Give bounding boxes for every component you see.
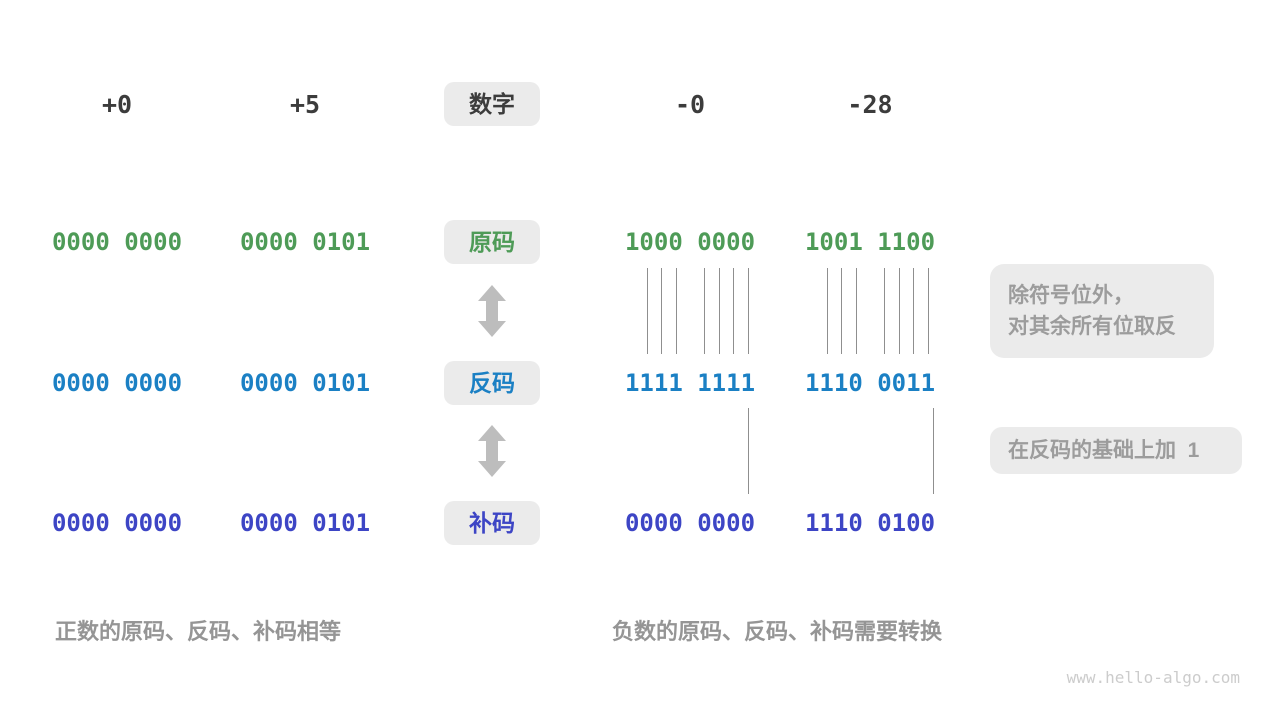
caption-positive-numbers: 正数的原码、反码、补码相等 [55,619,342,644]
row-label-twos-complement: 补码 [444,501,540,545]
ones-complement-value-plus0: 0000 0000 [51,369,183,397]
header-number-minus28: -28 [847,90,893,119]
note-add-one: 在反码的基础上加 1 [990,427,1242,474]
bit-connector-line [928,268,929,354]
note-invert-bits-line1: 除符号位外， [1008,284,1134,307]
twos-complement-value-plus0: 0000 0000 [51,509,183,537]
ones-complement-value-minus28: 1110 0011 [804,369,936,397]
bit-connector-line [733,268,734,354]
sign-magnitude-value-minus0: 1000 0000 [624,228,756,256]
bit-connector-line [661,268,662,354]
note-invert-bits-line2: 对其余所有位取反 [1008,315,1176,338]
sign-magnitude-value-minus28: 1001 1100 [804,228,936,256]
up-down-arrow-icon [478,285,506,337]
note-invert-bits: 除符号位外， 对其余所有位取反 [990,264,1214,358]
twos-complement-value-plus5: 0000 0101 [239,509,371,537]
header-number-minus0: -0 [674,90,706,119]
add-one-connector-line [748,408,749,494]
bit-connector-line [676,268,677,354]
up-down-arrow-icon [478,425,506,477]
sign-magnitude-value-plus5: 0000 0101 [239,228,371,256]
bit-connector-line [827,268,828,354]
add-one-connector-line [933,408,934,494]
bit-connector-line [719,268,720,354]
row-label-ones-complement: 反码 [444,361,540,405]
bit-connector-line [704,268,705,354]
sign-magnitude-value-plus0: 0000 0000 [51,228,183,256]
header-label-number: 数字 [444,82,540,126]
bit-connector-line [841,268,842,354]
bit-connector-line [913,268,914,354]
ones-complement-value-minus0: 1111 1111 [624,369,756,397]
bit-connector-line [748,268,749,354]
twos-complement-value-minus0: 0000 0000 [624,509,756,537]
bit-connector-line [856,268,857,354]
bit-connector-line [647,268,648,354]
caption-negative-numbers: 负数的原码、反码、补码需要转换 [612,619,943,644]
bit-connector-line [899,268,900,354]
header-number-plus5: +5 [289,90,321,119]
bit-connector-line [884,268,885,354]
ones-complement-value-plus5: 0000 0101 [239,369,371,397]
header-number-plus0: +0 [101,90,133,119]
twos-complement-value-minus28: 1110 0100 [804,509,936,537]
row-label-sign-magnitude: 原码 [444,220,540,264]
watermark-url: www.hello-algo.com [1066,668,1240,687]
